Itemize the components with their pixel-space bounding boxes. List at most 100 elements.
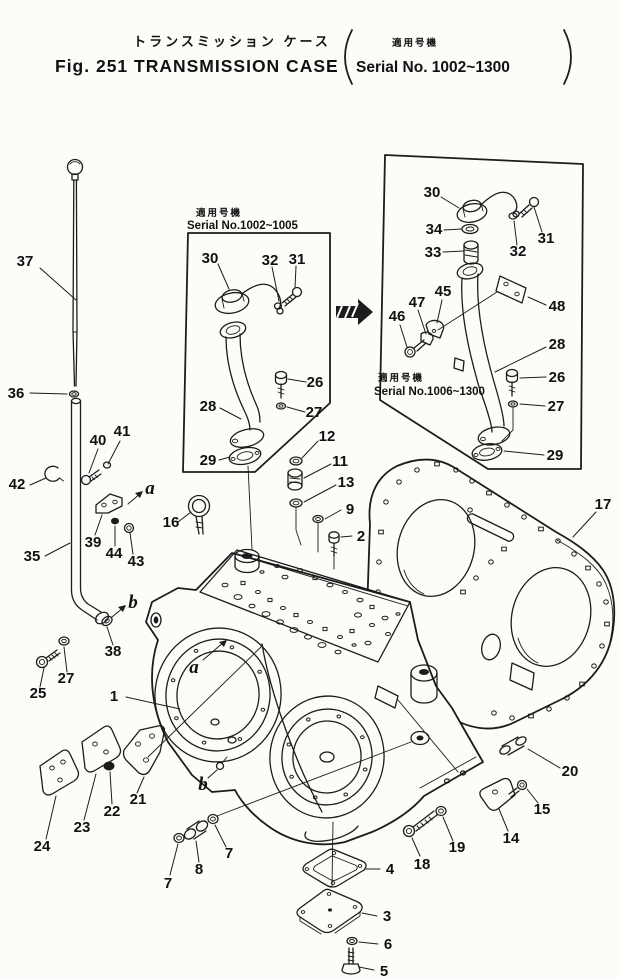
callout-20: 20	[562, 763, 579, 780]
callout-37: 37	[17, 253, 34, 270]
callout-labels: 37 36 42 40 41 39 44 43 35 16 25 27 38 1…	[8, 184, 612, 978]
callout-11: 11	[332, 453, 348, 470]
part-28-filler-tube-early	[219, 321, 265, 448]
callout-17: 17	[595, 496, 612, 513]
part-26-bolt-late	[505, 368, 519, 397]
callout-15: 15	[534, 801, 551, 818]
part-26-bolt-early	[274, 370, 288, 399]
part-42-hook-clip	[44, 465, 64, 482]
callout-32-late: 32	[510, 243, 527, 260]
part-29-gasket-late	[471, 443, 503, 461]
part-40-bolt	[80, 469, 102, 486]
callout-7b: 7	[225, 845, 233, 862]
change-arrow-icon	[336, 299, 373, 325]
callout-28-early: 28	[200, 398, 217, 415]
callout-47: 47	[409, 294, 426, 311]
title-block: トランスミッション ケース Fig. 251 TRANSMISSION CASE…	[55, 29, 572, 85]
part-30-filler-cap-late	[456, 191, 520, 223]
part-34-washer-late	[461, 223, 479, 235]
part-12-o-ring	[289, 456, 303, 466]
part-23-plate	[81, 725, 122, 773]
part-33-strainer-late	[463, 240, 479, 265]
callout-18: 18	[414, 856, 431, 873]
part-9-ring	[312, 514, 324, 524]
part-7-o-ring-upper	[207, 813, 219, 825]
callout-6: 6	[384, 936, 392, 953]
part-22-plug	[103, 761, 115, 771]
callout-32-early: 32	[262, 252, 279, 269]
part-18-bolt	[402, 810, 438, 838]
callout-31-early: 31	[289, 251, 306, 268]
part-13-ring	[289, 498, 303, 508]
callout-27-early: 27	[306, 404, 323, 421]
callout-46: 46	[389, 308, 406, 325]
callout-22: 22	[104, 803, 121, 820]
callout-12: 12	[319, 428, 336, 445]
serial-note-en: Serial No. 1002~1300	[356, 59, 510, 76]
callout-27-left: 27	[58, 670, 75, 687]
deck-bolt-holes	[221, 564, 401, 655]
callout-21: 21	[130, 791, 147, 808]
part-32-washer-late	[508, 212, 518, 220]
callout-41: 41	[114, 423, 131, 440]
part-27-washer-early	[275, 402, 287, 410]
part-16-eye-bolt	[187, 494, 211, 535]
part-31-bolt-late	[518, 196, 540, 218]
callout-7a: 7	[164, 875, 172, 892]
callout-29-late: 29	[547, 447, 564, 464]
callout-8: 8	[195, 861, 203, 878]
callout-16: 16	[163, 514, 180, 531]
part-27-washer-left	[58, 636, 70, 646]
callout-30-early: 30	[202, 250, 219, 267]
assembly-line-26-late	[501, 407, 514, 442]
callout-29-early: 29	[200, 452, 217, 469]
callout-26-early: 26	[307, 374, 324, 391]
paren-right	[563, 29, 572, 85]
box-early-serial: Serial No.1002~1005	[187, 220, 299, 232]
callout-4: 4	[386, 861, 395, 878]
part-19-washer	[435, 805, 447, 817]
callout-40: 40	[90, 432, 107, 449]
plate-bolt-holes	[375, 461, 610, 721]
part-11-breather	[287, 468, 303, 491]
callout-26-late: 26	[549, 369, 566, 386]
marker-a-case: a	[189, 657, 199, 678]
box-late-note-jp: 適用号機	[378, 372, 424, 384]
callout-38: 38	[105, 643, 122, 660]
part-30-filler-cap-early	[214, 283, 284, 315]
part-25-bolt	[35, 649, 61, 669]
part-21-bracket	[122, 725, 166, 776]
callout-44: 44	[106, 545, 123, 562]
part-4-gasket	[302, 848, 367, 888]
callout-39: 39	[85, 534, 102, 551]
serial-box-late: 適用号機 Serial No.1006~1300	[374, 154, 584, 470]
part-37-dipstick	[66, 158, 84, 387]
part-31-bolt-early	[281, 286, 303, 307]
part-2-plug-bolt	[328, 531, 340, 557]
part-17-housing-plate	[366, 458, 616, 730]
part-29-gasket-early	[228, 446, 262, 466]
part-36-ring	[68, 390, 80, 398]
leader-lines	[29, 196, 597, 971]
part-41-washer	[102, 461, 112, 469]
part-3-cover-plate	[296, 888, 363, 935]
part-15-bolt	[508, 779, 528, 798]
callout-14: 14	[503, 830, 520, 847]
part-45-47-clamp	[420, 319, 445, 346]
callout-1: 1	[110, 688, 118, 705]
part-8-sleeve	[183, 820, 209, 840]
callout-31-late: 31	[538, 230, 555, 247]
marker-b-parts: b	[128, 592, 138, 613]
marker-b-case: b	[198, 774, 208, 795]
part-48-bracket	[437, 275, 527, 331]
callout-27-late: 27	[548, 398, 565, 415]
callout-35: 35	[24, 548, 41, 565]
paren-left	[344, 29, 353, 85]
callout-34-late: 34	[426, 221, 443, 238]
part-5-bolt	[341, 947, 361, 975]
callout-43: 43	[128, 553, 145, 570]
box-late-serial: Serial No.1006~1300	[374, 386, 485, 398]
callout-3: 3	[383, 908, 391, 925]
part-14-bracket	[479, 777, 516, 811]
